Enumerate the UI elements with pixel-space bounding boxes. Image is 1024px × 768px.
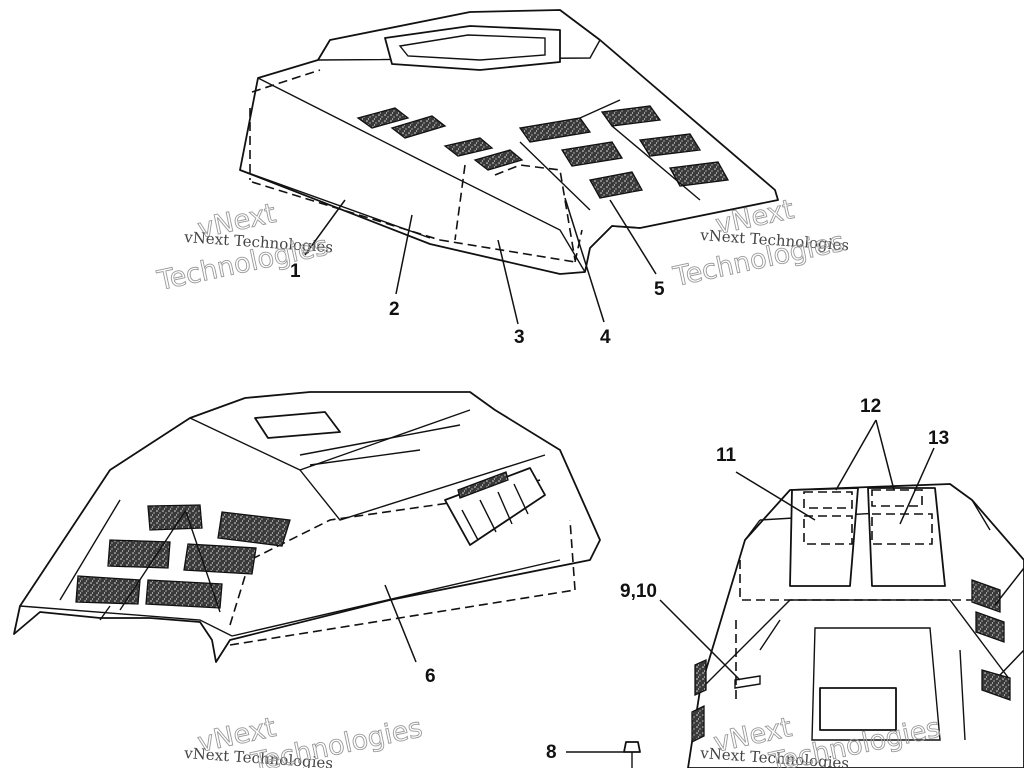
- callouts: 1 2 3 4 5 6 8 9,10 11 12 13: [290, 261, 949, 763]
- callout-8: 8: [546, 742, 557, 763]
- hood-top-view: [239, 9, 779, 275]
- callout-12: 12: [860, 396, 881, 417]
- callout-11: 11: [716, 445, 737, 466]
- hood-middle-view: [13, 391, 601, 663]
- leader-lines: [304, 197, 1024, 753]
- callout-3: 3: [514, 327, 525, 348]
- watermark-bottom-left: vNext vNext Technologies Technologies: [183, 712, 426, 768]
- callout-1: 1: [290, 261, 301, 282]
- callout-6: 6: [425, 666, 436, 687]
- hood-front-view: [623, 483, 1024, 768]
- callout-2: 2: [389, 299, 400, 320]
- callout-13: 13: [928, 428, 949, 449]
- callout-4: 4: [600, 327, 611, 348]
- callout-5: 5: [654, 279, 665, 300]
- callout-9-10: 9,10: [620, 581, 657, 602]
- watermark-left: vNext vNext Technologies Technologies: [154, 198, 334, 298]
